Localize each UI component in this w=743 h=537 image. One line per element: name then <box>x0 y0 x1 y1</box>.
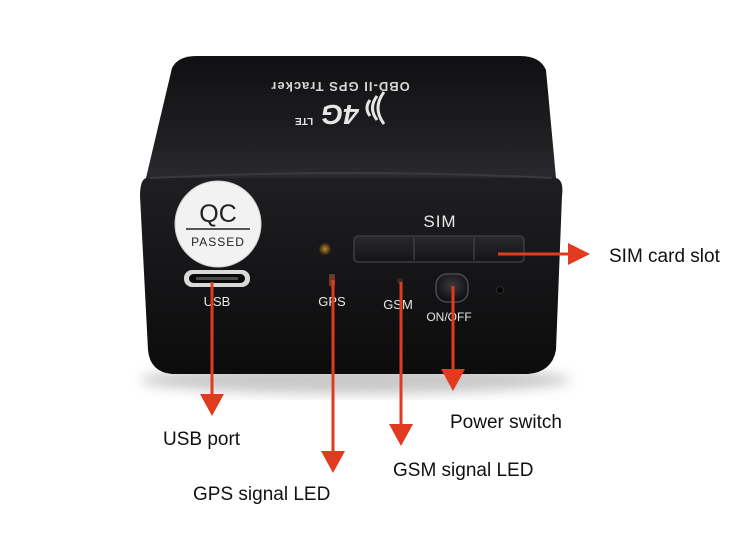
callout-arrows <box>200 243 590 473</box>
badge-4g: 4G <box>321 99 359 130</box>
badge-lte: LTE <box>295 115 313 126</box>
sim-arrow-head <box>568 243 590 265</box>
indicator-led <box>319 243 331 255</box>
callout-gps-signal-led: GPS signal LED <box>193 484 330 505</box>
sim-card-slot[interactable] <box>353 235 525 263</box>
wireless-waves-icon <box>365 91 386 125</box>
qc-text: QC <box>199 200 237 228</box>
usb-port[interactable] <box>184 270 250 287</box>
gsm-panel-label: GSM <box>383 297 413 312</box>
gps-arrow-head <box>321 451 345 473</box>
usb-arrow-head <box>200 394 224 416</box>
top-label: OBD-II GPS Tracker <box>270 79 409 94</box>
top-branding: OBD-II GPS Tracker 4G LTE <box>270 79 409 130</box>
power-arrow-head <box>441 369 465 391</box>
gsm-arrow-head <box>389 424 413 446</box>
reset-hole <box>496 286 504 294</box>
callout-usb-port: USB port <box>163 429 241 450</box>
power-panel-label: ON/OFF <box>426 310 471 324</box>
callout-sim-card-slot: SIM card slot <box>609 246 721 267</box>
usb-panel-label: USB <box>204 294 231 309</box>
sim-panel-label: SIM <box>423 212 456 231</box>
passed-text: PASSED <box>191 235 245 249</box>
device-top-face <box>146 56 556 178</box>
callout-gsm-signal-led: GSM signal LED <box>393 460 533 481</box>
device-edge-highlight <box>149 172 553 179</box>
callout-power-switch: Power switch <box>450 412 562 433</box>
qc-passed-sticker: QC PASSED <box>174 180 262 268</box>
